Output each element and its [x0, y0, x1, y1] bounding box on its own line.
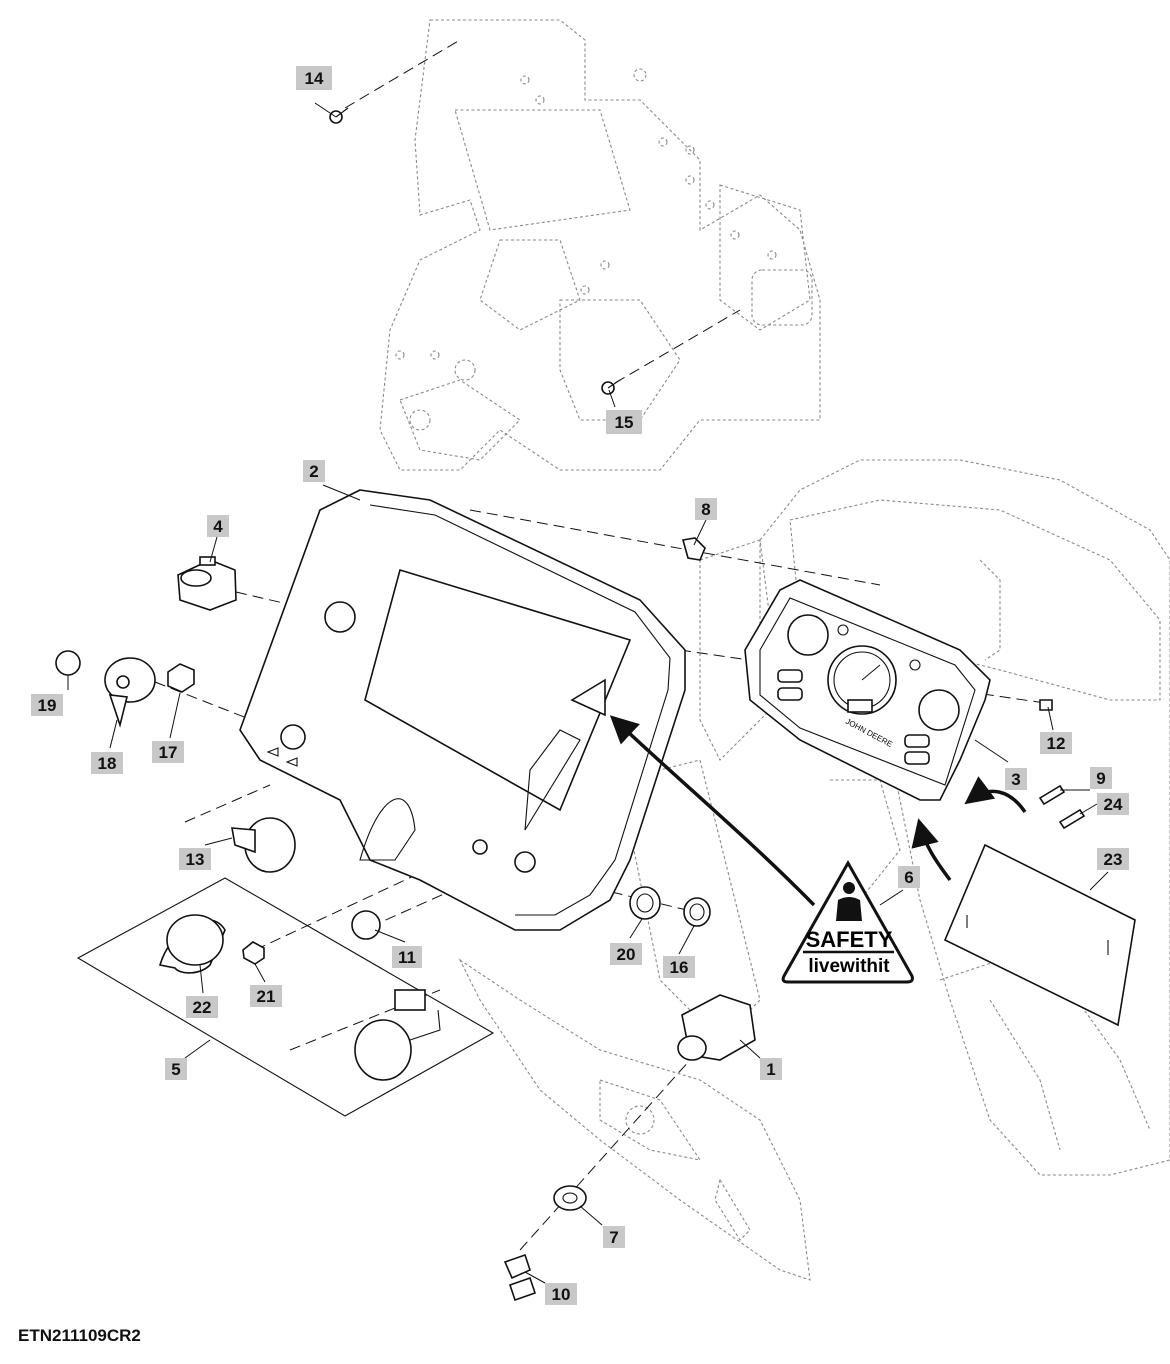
diagram-reference-code: ETN211109CR2 [18, 1326, 141, 1345]
svg-text:6: 6 [904, 868, 913, 887]
callout-8: 8 [695, 498, 717, 520]
svg-text:9: 9 [1096, 769, 1105, 788]
selector-knob [158, 914, 226, 974]
callout-13: 13 [179, 848, 211, 870]
safety-decal: SAFETY livewithit [781, 859, 914, 984]
cluster-screw [1039, 699, 1053, 711]
svg-text:20: 20 [617, 945, 636, 964]
callout-5: 5 [165, 1058, 187, 1080]
callout-10: 10 [545, 1283, 577, 1305]
callout-9: 9 [1090, 767, 1112, 789]
callout-22: 22 [186, 996, 218, 1018]
svg-text:2: 2 [309, 462, 318, 481]
svg-text:10: 10 [552, 1285, 571, 1304]
dash-housing [239, 489, 686, 931]
safety-decal-line2: livewithit [808, 956, 890, 977]
callout-19: 19 [31, 694, 63, 716]
svg-text:13: 13 [186, 850, 205, 869]
washer-16 [683, 897, 711, 927]
callout-3: 3 [1005, 768, 1027, 790]
power-outlet [177, 556, 237, 611]
bezel-nut [553, 1185, 587, 1211]
washer-20 [629, 886, 661, 920]
clip [681, 537, 706, 561]
callout-15: 15 [606, 410, 642, 434]
leader-lines [67, 102, 1109, 1284]
instrument-cluster: JOHN DEERE [744, 579, 991, 801]
placement-arrows [609, 715, 1027, 907]
svg-text:1: 1 [766, 1060, 775, 1079]
callout-2: 2 [303, 460, 325, 482]
callout-20: 20 [610, 943, 642, 965]
svg-text:8: 8 [701, 500, 710, 519]
callout-11: 11 [392, 946, 422, 968]
svg-text:3: 3 [1011, 770, 1020, 789]
callout-17: 17 [152, 741, 184, 763]
callout-4: 4 [207, 515, 229, 537]
callout-12: 12 [1040, 732, 1072, 754]
callout-21: 21 [250, 985, 282, 1007]
svg-text:18: 18 [98, 754, 117, 773]
svg-text:17: 17 [159, 743, 178, 762]
keys [503, 1253, 537, 1302]
svg-text:24: 24 [1104, 795, 1123, 814]
safety-decal-line1: SAFETY [806, 927, 893, 952]
svg-text:4: 4 [213, 517, 223, 536]
switch-13 [231, 817, 296, 873]
svg-text:22: 22 [193, 998, 212, 1017]
svg-text:23: 23 [1104, 850, 1123, 869]
bulb-9 [1038, 784, 1066, 806]
screw-mid [601, 379, 621, 395]
callout-14: 14 [296, 66, 332, 90]
switch-11 [351, 910, 381, 940]
hex-nut-21 [242, 941, 265, 965]
callout-1: 1 [760, 1058, 782, 1080]
svg-text:21: 21 [257, 987, 276, 1006]
cap [55, 650, 81, 676]
svg-text:5: 5 [171, 1060, 180, 1079]
ignition-switch [677, 994, 756, 1061]
hex-nut-17 [167, 663, 195, 693]
svg-text:14: 14 [305, 69, 324, 88]
callout-18: 18 [91, 752, 123, 774]
bulb-24 [1058, 808, 1086, 830]
svg-text:7: 7 [609, 1228, 618, 1247]
kit-outline [76, 877, 495, 1117]
svg-text:11: 11 [398, 948, 416, 967]
callout-24: 24 [1097, 793, 1129, 815]
svg-text:16: 16 [670, 958, 689, 977]
callout-23: 23 [1097, 848, 1129, 870]
rotary-switch [104, 657, 156, 728]
svg-text:12: 12 [1047, 734, 1066, 753]
callout-7: 7 [603, 1226, 625, 1248]
plate [943, 843, 1136, 1027]
svg-text:19: 19 [38, 696, 57, 715]
callout-16: 16 [663, 956, 695, 978]
switch-with-harness [354, 989, 441, 1081]
phantom-frame-upper [379, 19, 821, 471]
callout-6: 6 [898, 866, 920, 888]
svg-text:15: 15 [615, 413, 634, 432]
screw-top [329, 107, 349, 124]
